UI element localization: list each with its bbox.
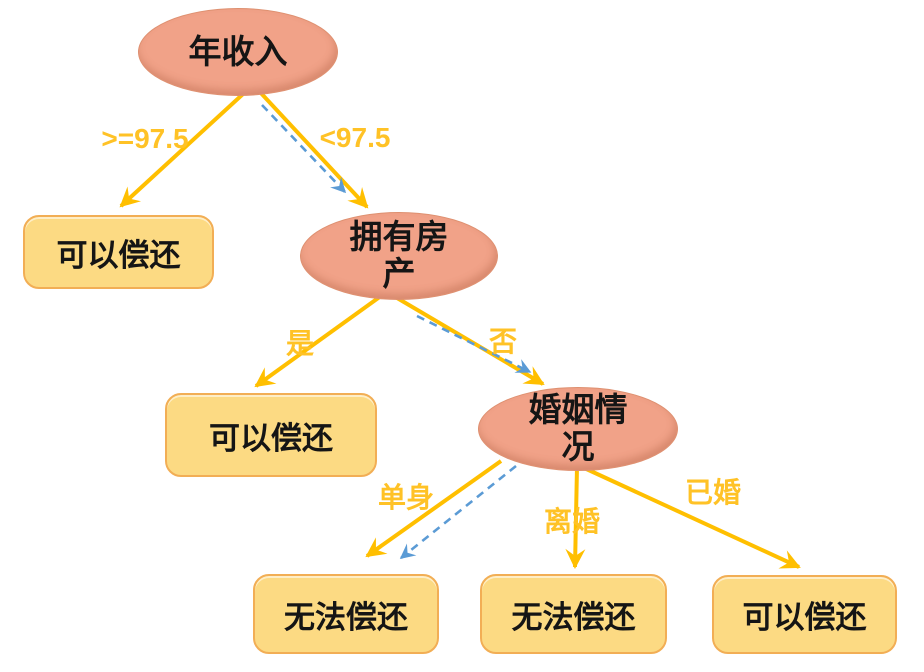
decision-node-owns-property: 拥有房 产	[300, 212, 498, 300]
edge-label-lt-97-5: <97.5	[319, 122, 391, 153]
decision-node-marital-status: 婚姻情 况	[478, 387, 678, 471]
edge-label-married: 已婚	[684, 477, 742, 508]
edge-label-single: 单身	[377, 482, 435, 513]
leaf-node-cannot-repay-single: 无法偿还	[253, 574, 439, 654]
edge-label-yes: 是	[285, 328, 315, 359]
edge-label-no: 否	[488, 326, 518, 357]
decision-node-annual-income: 年收入	[138, 8, 338, 96]
arrow-income-to-can-repay	[119, 92, 245, 208]
arrow-income-to-property	[257, 89, 369, 209]
arrow-marital-to-can-repay-married	[581, 465, 801, 569]
leaf-node-can-repay-middle: 可以偿还	[165, 393, 377, 477]
arrow-property-to-can-repay	[254, 294, 383, 388]
leaf-node-can-repay-left: 可以偿还	[23, 215, 214, 289]
arrow-marital-to-cannot-repay-single	[365, 459, 503, 558]
dashed-arrow-marital-to-cannot-repay-single	[399, 464, 517, 560]
dashed-arrow-property-to-marital	[416, 314, 532, 374]
arrow-marital-to-cannot-repay-divorced	[565, 466, 586, 569]
leaf-node-cannot-repay-divorced: 无法偿还	[480, 574, 667, 654]
arrow-property-to-marital	[390, 293, 545, 386]
leaf-node-can-repay-married: 可以偿还	[712, 575, 897, 654]
edge-label-ge-97-5: >=97.5	[101, 123, 189, 154]
edge-label-divorced: 离婚	[543, 506, 601, 537]
dashed-arrow-income-to-property	[261, 104, 347, 194]
